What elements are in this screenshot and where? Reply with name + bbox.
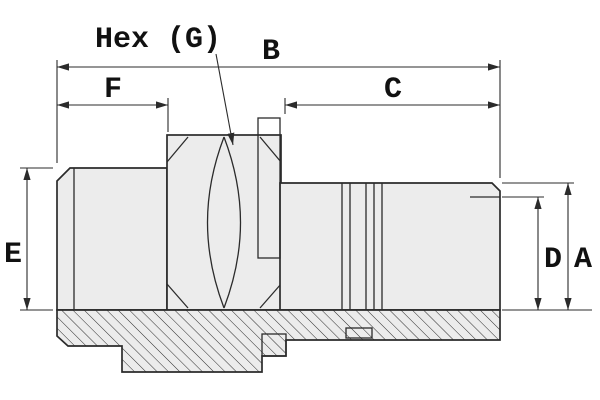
label-dim-e: E xyxy=(4,238,22,272)
section-hatch xyxy=(57,310,500,372)
oring-section xyxy=(345,327,373,339)
hex-leader-line xyxy=(215,53,235,146)
hex-facet-lines xyxy=(166,136,282,309)
hex-nut xyxy=(166,134,282,311)
dimension-e: E xyxy=(4,167,53,311)
groove-lines xyxy=(341,183,500,310)
section-outline xyxy=(56,309,501,373)
dimension-a: A xyxy=(502,182,592,311)
seal-washer-upper xyxy=(257,117,281,259)
seal-washer-lower xyxy=(261,333,287,357)
dimension-f: F xyxy=(57,73,169,132)
dimension-b: B xyxy=(56,35,501,178)
label-dim-d: D xyxy=(544,243,562,277)
label-dim-a: A xyxy=(574,243,592,277)
label-dim-f: F xyxy=(104,73,122,107)
label-hex-g: Hex (G) xyxy=(95,23,221,57)
right-body xyxy=(279,182,501,311)
dimension-c: C xyxy=(284,73,500,114)
label-dim-c: C xyxy=(384,73,402,107)
label-dim-b: B xyxy=(262,35,280,69)
fitting-body xyxy=(56,117,501,311)
hex-callout: Hex (G) xyxy=(95,23,235,146)
hatched-section xyxy=(56,309,501,373)
dimension-d: D xyxy=(502,196,562,310)
